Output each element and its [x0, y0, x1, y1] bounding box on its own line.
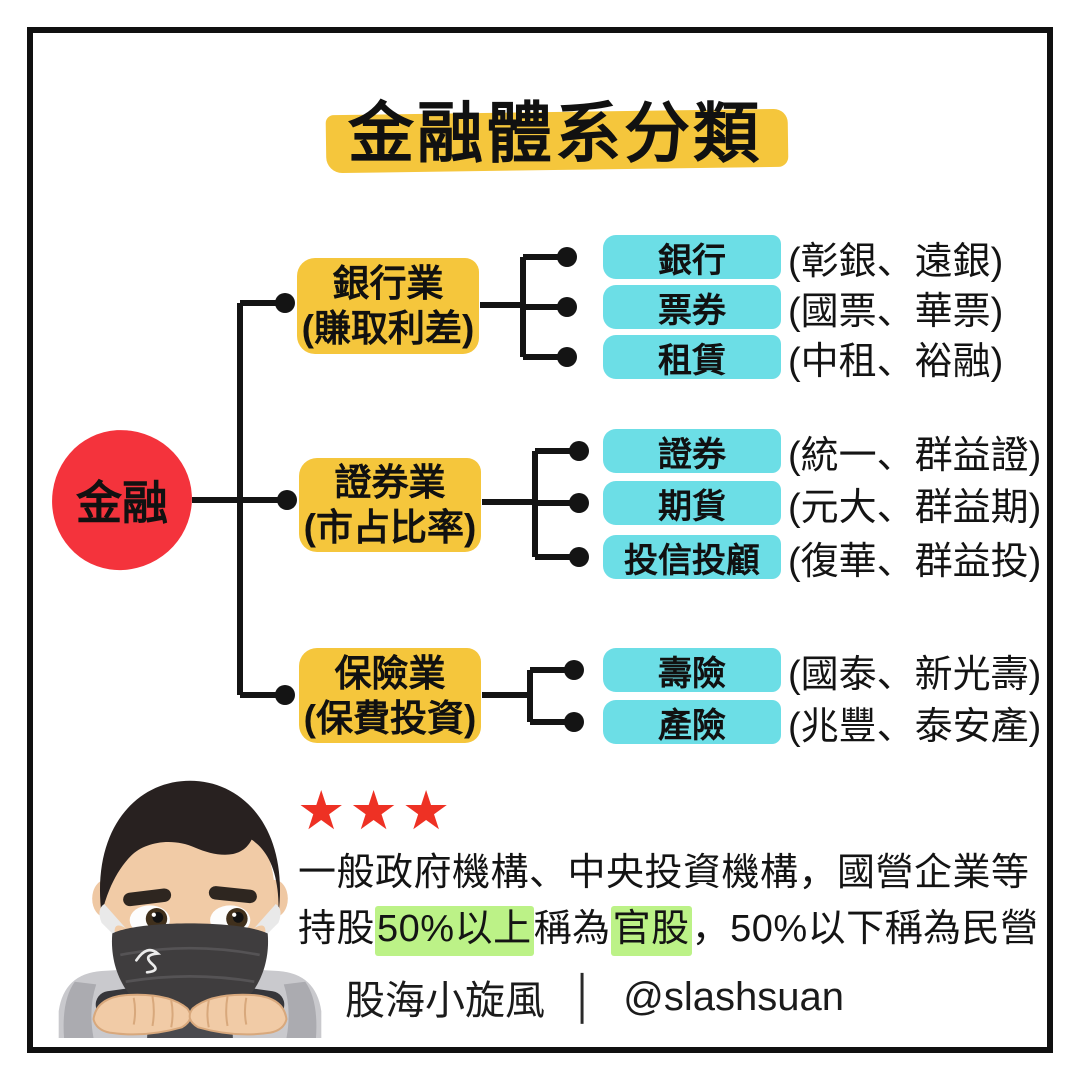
child-life-insurance-examples: (國泰、新光壽)	[788, 653, 1042, 696]
branch-label: 保險業	[334, 652, 446, 694]
child-bills: 票券	[603, 285, 781, 330]
page-title: 金融體系分類	[300, 86, 810, 180]
author-name: 股海小旋風	[345, 979, 545, 1023]
child-securities: 證券	[603, 429, 781, 474]
branch-label: 證券業	[334, 462, 446, 503]
child-investment-trust-examples: (復華、群益投)	[788, 540, 1042, 583]
child-life-insurance: 壽險	[603, 648, 781, 693]
three-stars-icon: ★★★	[297, 781, 455, 841]
note-seg-highlight: 官股	[610, 906, 692, 956]
avatar-eyebrow-left	[123, 888, 172, 907]
avatar-eyebrow-right	[208, 886, 257, 904]
note-line-1: 一般政府機構、中央投資機構，國營企業等	[298, 852, 1030, 894]
footer-byline: 股海小旋風 │ @slashsuan	[345, 968, 844, 1026]
child-investment-trust: 投信投顧	[603, 535, 781, 580]
branch-label: 銀行業	[332, 263, 444, 304]
branch-banking: 銀行業 (賺取利差)	[297, 258, 479, 354]
note-line-2: 持股50%以上稱為官股，50%以下稱為民營	[298, 897, 1039, 956]
author-handle: @slashsuan	[623, 974, 844, 1019]
branch-sublabel: (保費投資)	[303, 697, 477, 739]
author-avatar	[58, 780, 322, 1038]
footer-separator: │	[571, 973, 598, 1020]
note-seg-highlight: 50%以上	[375, 906, 534, 956]
note-seg: 稱為	[533, 908, 611, 950]
branch-insurance: 保險業 (保費投資)	[299, 648, 481, 743]
child-bank: 銀行	[603, 235, 781, 280]
root-node-label: 金融	[76, 477, 168, 529]
child-securities-examples: (統一、群益證)	[788, 434, 1042, 477]
child-bank-examples: (彰銀、遠銀)	[788, 240, 1004, 283]
child-property-insurance-examples: (兆豐、泰安產)	[788, 705, 1042, 748]
note-seg: 持股	[298, 908, 376, 950]
child-bills-examples: (國票、華票)	[788, 290, 1004, 333]
page-title-text: 金融體系分類	[348, 96, 762, 170]
branch-securities: 證券業 (市占比率)	[299, 458, 481, 552]
child-property-insurance: 產險	[603, 700, 781, 745]
note-seg: ，50%以下稱為民營	[691, 908, 1039, 950]
avatar-hands	[92, 993, 288, 1036]
branch-sublabel: (市占比率)	[303, 507, 477, 548]
branch-sublabel: (賺取利差)	[301, 308, 475, 349]
avatar-hair	[99, 780, 281, 915]
child-leasing-examples: (中租、裕融)	[788, 340, 1004, 383]
child-futures-examples: (元大、群益期)	[788, 486, 1042, 529]
root-node-finance: 金融	[48, 426, 196, 574]
child-futures: 期貨	[603, 481, 781, 526]
child-leasing: 租賃	[603, 335, 781, 380]
